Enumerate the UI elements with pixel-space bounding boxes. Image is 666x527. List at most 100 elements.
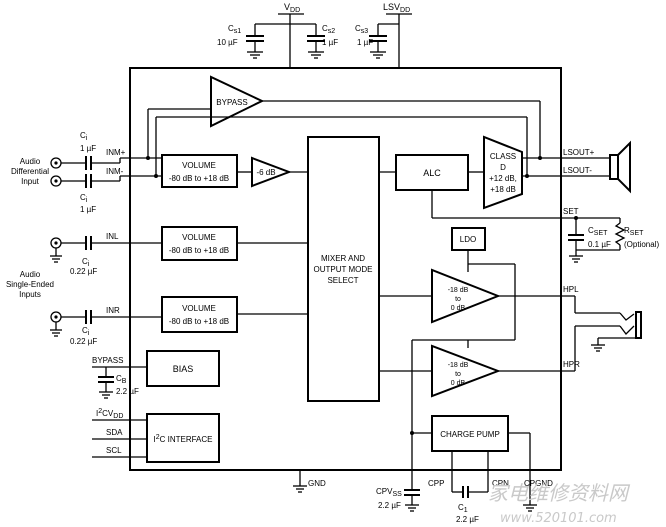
ci-value-2: 1 µF [80,205,96,214]
watermark-url: www.520101.com [500,511,617,526]
scl-label: SCL [106,446,122,455]
rset-note: (Optional) [624,240,659,249]
svg-text:+12 dB,: +12 dB, [489,174,517,183]
svg-text:to: to [455,296,461,303]
cb-value: 2.2 µF [116,387,139,396]
cpgnd-label: CPGND [524,479,553,488]
svg-text:-6 dB: -6 dB [256,168,275,177]
vdd-label: VDD [284,2,300,14]
lsout-minus-label: LSOUT- [563,166,592,175]
svg-text:OUTPUT MODE: OUTPUT MODE [314,265,373,274]
cset-label: CSET [588,226,608,237]
cs2-label: Cs2 [322,24,335,35]
cs3-label: Cs3 [355,24,368,35]
lsout-plus-label: LSOUT+ [563,148,595,157]
audio-se-line3: Inputs [19,290,41,299]
svg-text:-18 dB: -18 dB [448,362,469,369]
svg-text:-18 dB: -18 dB [448,287,469,294]
cb-label: CB [116,374,127,385]
svg-text:-80 dB to +18 dB: -80 dB to +18 dB [169,246,229,255]
ci-value-1: 1 µF [80,144,96,153]
single-ended-inputs: INL Ci 0.22 µF Audio Single-Ended Inputs… [6,232,162,346]
i2cvdd-label: I2CVDD [96,408,123,420]
svg-text:0 dB: 0 dB [451,380,466,387]
hpl-label: HPL [563,285,579,294]
ci-label-4: Ci [82,326,90,337]
c1-label: C1 [458,503,468,514]
ci-label-2: Ci [80,193,88,204]
vdd-supply: VDD Cs1 10 µF Cs2 1 µF [217,2,338,68]
volume-left: VOLUME -80 dB to +18 dB [161,226,308,261]
svg-text:0 dB: 0 dB [451,305,466,312]
audio-diff-line3: Input [21,177,40,186]
cset-value: 0.1 µF [588,240,611,249]
svg-text:-80 dB to +18 dB: -80 dB to +18 dB [169,174,229,183]
gain-minus-6db: -6 dB [237,156,308,188]
cs2-value: 1 µF [322,38,338,47]
svg-text:SELECT: SELECT [327,276,358,285]
mixer-output-mode-select: MIXER AND OUTPUT MODE SELECT [307,136,380,402]
svg-text:I2C INTERFACE: I2C INTERFACE [153,434,212,444]
cpvss-label: CPVSS [376,487,402,498]
headphone-amp-left: -18 dB to 0 dB HPL [379,268,579,324]
cpvss-capacitor: CPVSS 2.2 µF [376,487,420,512]
svg-text:ALC: ALC [423,168,441,178]
ci-label-1: Ci [80,131,88,142]
set-label: SET [563,207,579,216]
cpn-label: CPN [492,479,509,488]
bypass-pin-label: BYPASS [92,356,123,365]
watermark-cn: 家电维修资料网 [488,481,631,505]
svg-text:BIAS: BIAS [173,364,194,374]
rset-label: RSET [624,226,644,237]
audio-diff-line2: Differential [11,167,49,176]
volume-right: VOLUME -80 dB to +18 dB [161,296,308,333]
gnd-pin: GND [293,470,326,493]
cs3-value: 1 µF [357,38,373,47]
speaker-icon: LSOUT+ LSOUT- [563,140,631,194]
volume-differential: VOLUME -80 dB to +18 dB [161,154,238,188]
svg-text:MIXER AND: MIXER AND [321,254,365,263]
svg-text:D: D [500,163,506,172]
alc-block: ALC [379,154,484,191]
bypass-amplifier [210,75,265,128]
chip-outline [129,67,562,471]
ci-label-3: Ci [82,257,90,268]
inm-minus-label: INM- [106,167,124,176]
class-d-amplifier: CLASS D +12 dB, +18 dB [483,135,610,210]
svg-text:VOLUME: VOLUME [182,233,216,242]
svg-text:VOLUME: VOLUME [182,161,216,170]
set-network: SET CSET 0.1 µF RSET (Optional) [431,190,659,263]
svg-text:LDO: LDO [460,235,476,244]
inl-label: INL [106,232,119,241]
audio-se-line2: Single-Ended [6,280,54,289]
bias-block: BIAS BYPASS CB 2.2 µF [92,350,220,399]
differential-input: Audio Differential Input Ci 1 µF Ci 1 µF… [11,131,162,214]
gnd-label: GND [308,479,326,488]
inr-label: INR [106,306,120,315]
inm-plus-label: INM+ [106,148,126,157]
audio-se-line1: Audio [20,270,41,279]
cpvss-value: 2.2 µF [378,501,401,510]
hpr-label: HPR [563,360,580,369]
cs1-label: Cs1 [228,24,241,35]
ci-value-4: 0.22 µF [70,337,97,346]
charge-pump-block: CHARGE PUMP CPP CPN CPGND C1 2.2 µF [428,415,553,524]
c1-value: 2.2 µF [456,515,479,524]
audio-diff-line1: Audio [20,157,41,166]
lsvdd-label: LSVDD [383,2,410,14]
svg-text:-80 dB to +18 dB: -80 dB to +18 dB [169,317,229,326]
sda-label: SDA [106,428,123,437]
svg-text:CHARGE PUMP: CHARGE PUMP [440,430,500,439]
i2c-interface-block: I2C INTERFACE I2CVDD SDA SCL [92,408,220,463]
cs1-value: 10 µF [217,38,238,47]
headphone-jack-icon [574,296,642,371]
svg-text:VOLUME: VOLUME [182,304,216,313]
bypass-amp-label: BYPASS [216,98,247,107]
lsvdd-supply: LSVDD Cs3 1 µF [355,2,412,68]
ldo-block: LDO [451,227,516,348]
headphone-amp-right: -18 dB to 0 dB HPR [379,344,580,398]
cpp-label: CPP [428,479,444,488]
svg-text:CLASS: CLASS [490,152,516,161]
svg-text:to: to [455,371,461,378]
